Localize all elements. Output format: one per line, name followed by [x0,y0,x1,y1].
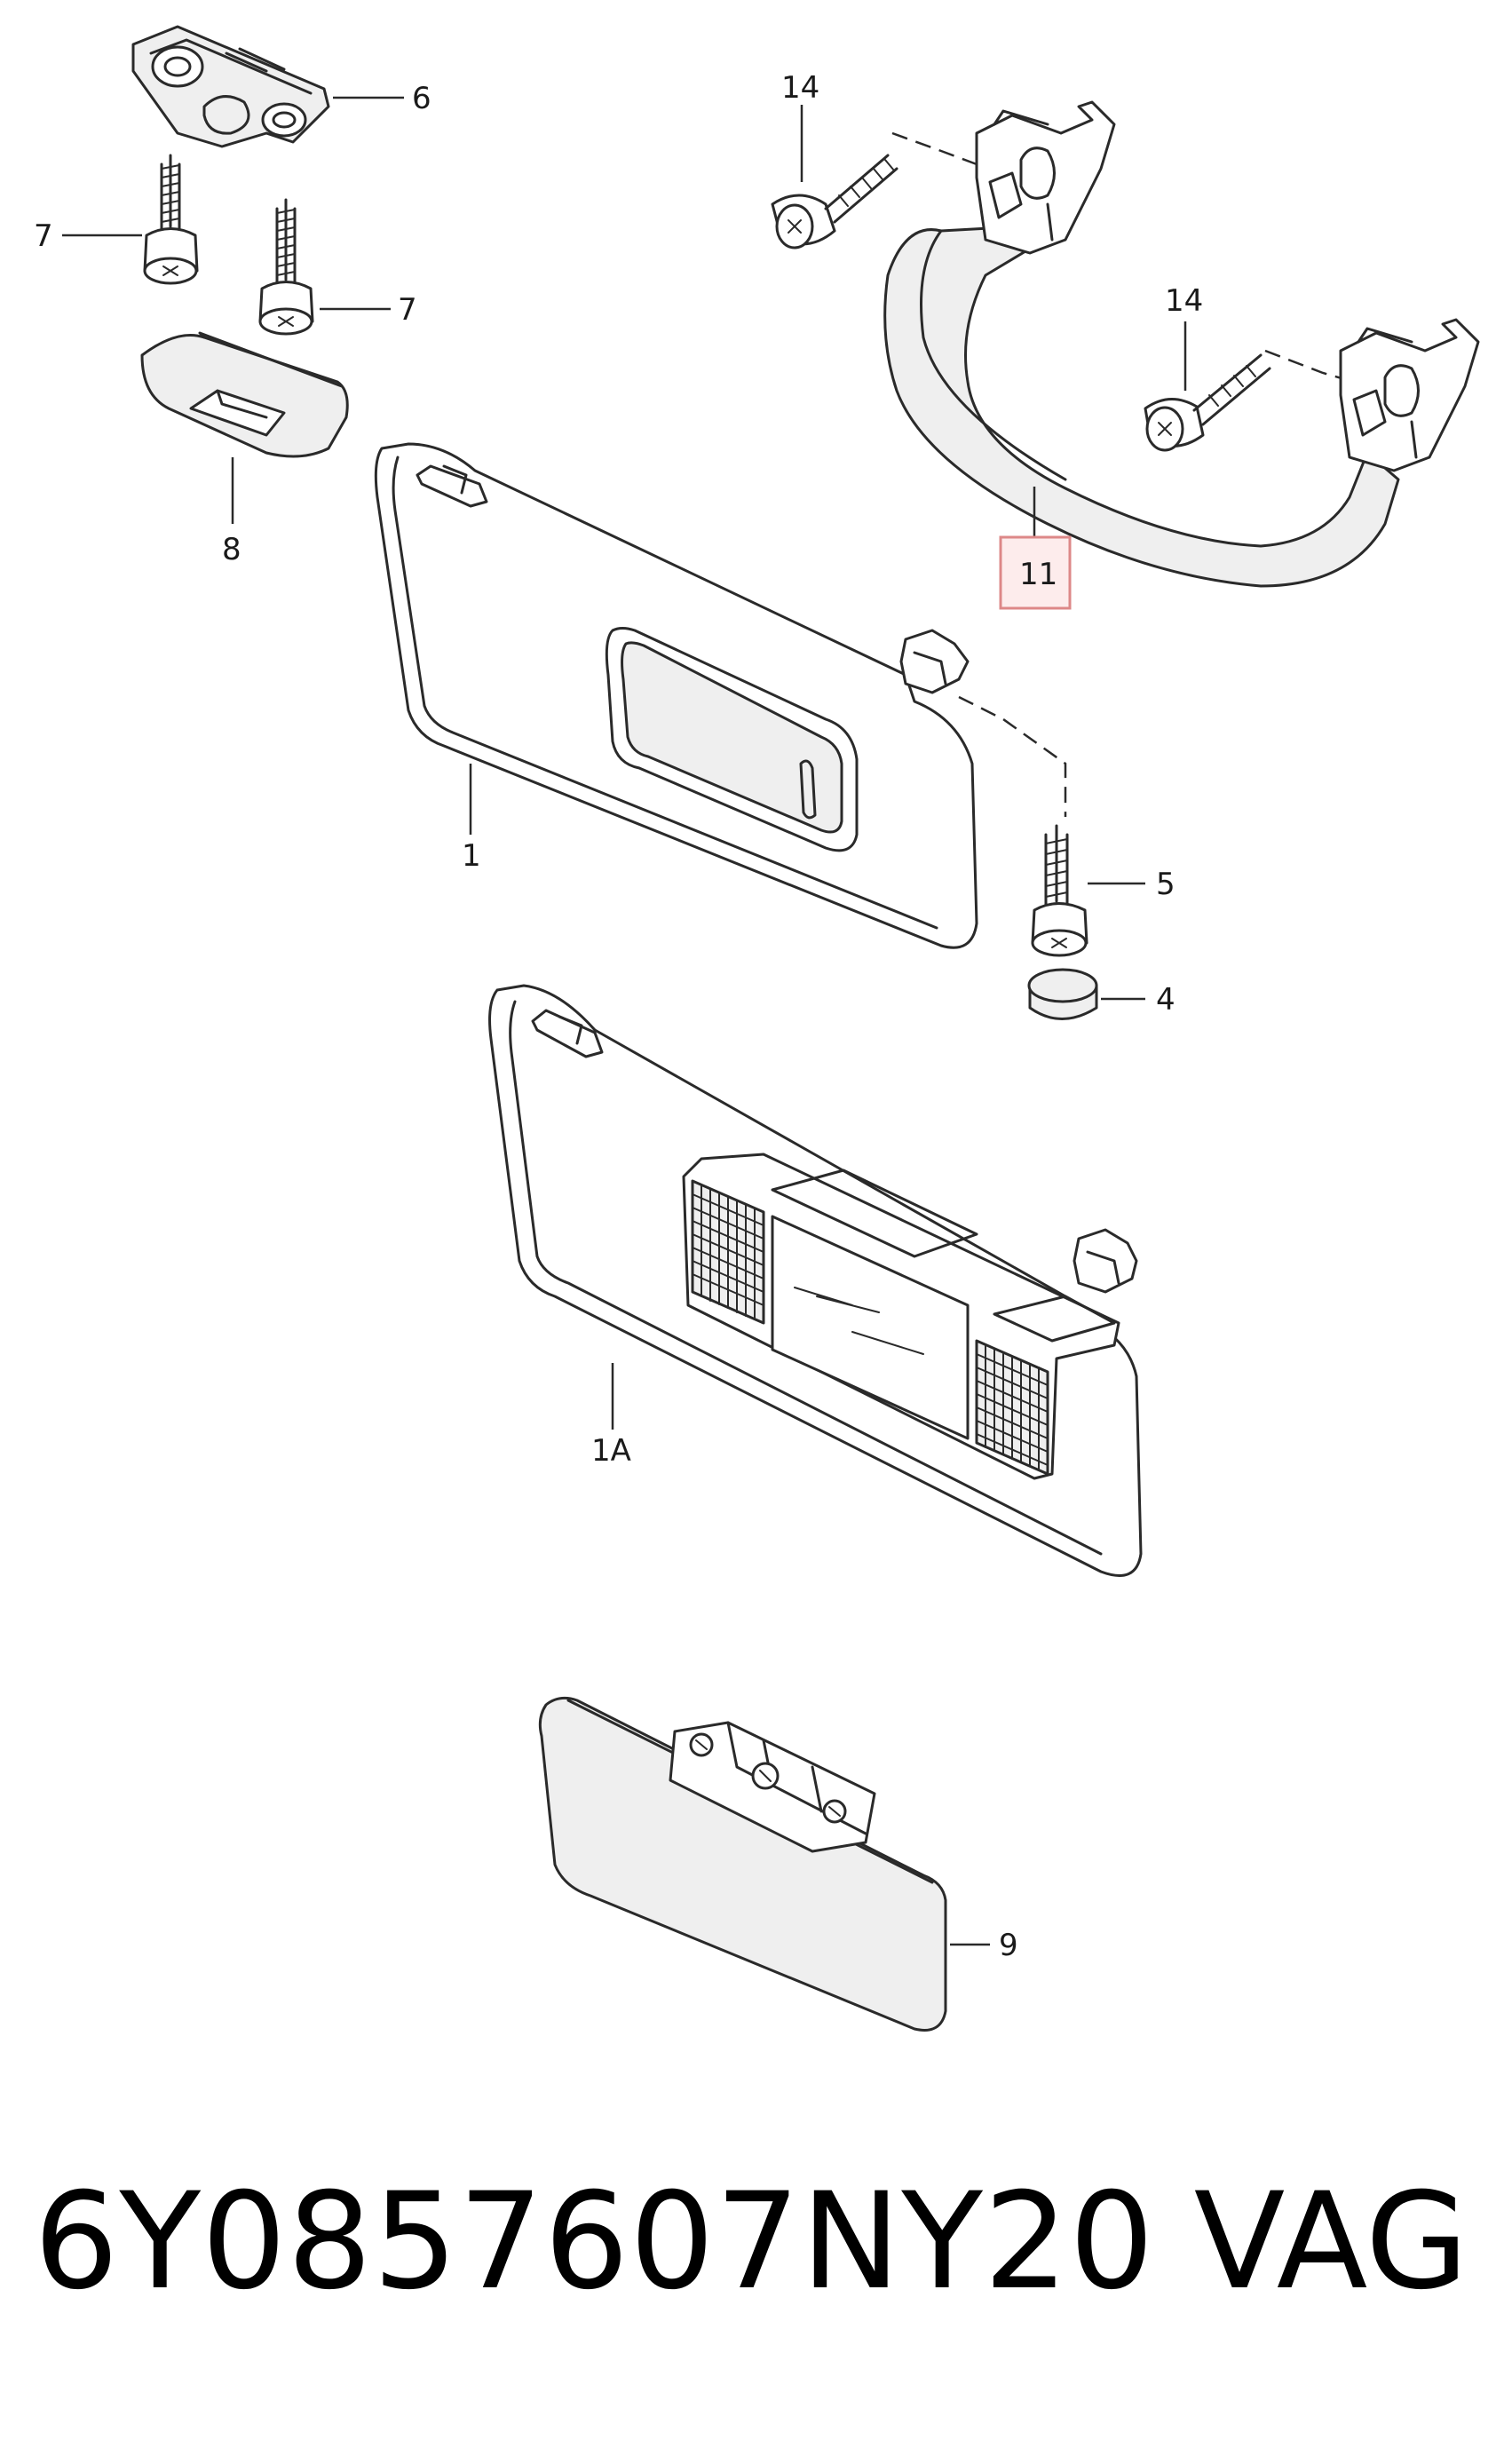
part-number-text: 6Y0857607NY20 [34,2165,1155,2319]
part-6-bracket [131,25,330,148]
parts-diagram: 6 7 7 8 14 14 11 1 5 4 1A 9 [34,25,1480,2032]
part-5-screw [1031,824,1088,957]
part-7-screw-left [143,154,199,285]
callout-11: 11 [1019,557,1057,592]
part-14-screw-top [771,154,898,250]
dashline-visor-screw [958,695,1067,817]
callout-5: 5 [1156,867,1175,902]
callout-8: 8 [222,532,241,567]
callout-6: 6 [412,81,431,116]
callout-14-right: 14 [1165,283,1203,319]
part-14-screw-right [1144,353,1271,452]
part-4-cap [1027,968,1098,1020]
callout-1a: 1A [591,1433,631,1469]
part-11-grab-handle [883,100,1480,588]
part-7-screw-right [258,198,314,336]
callout-9: 9 [999,1928,1018,1963]
callout-4: 4 [1156,982,1175,1018]
callout-14-top: 14 [781,70,819,106]
part-1-sun-visor [374,442,978,949]
part-8-clip-cover [140,331,349,458]
highlight-box-11 [999,535,1072,610]
callout-7-left: 7 [34,218,53,254]
brand-text: VAG [1193,2165,1468,2319]
part-1a-sun-visor-lighted [488,984,1143,1577]
callout-1: 1 [462,838,481,874]
callout-7-right: 7 [398,292,417,328]
part-9-light-unit [538,1696,947,2032]
